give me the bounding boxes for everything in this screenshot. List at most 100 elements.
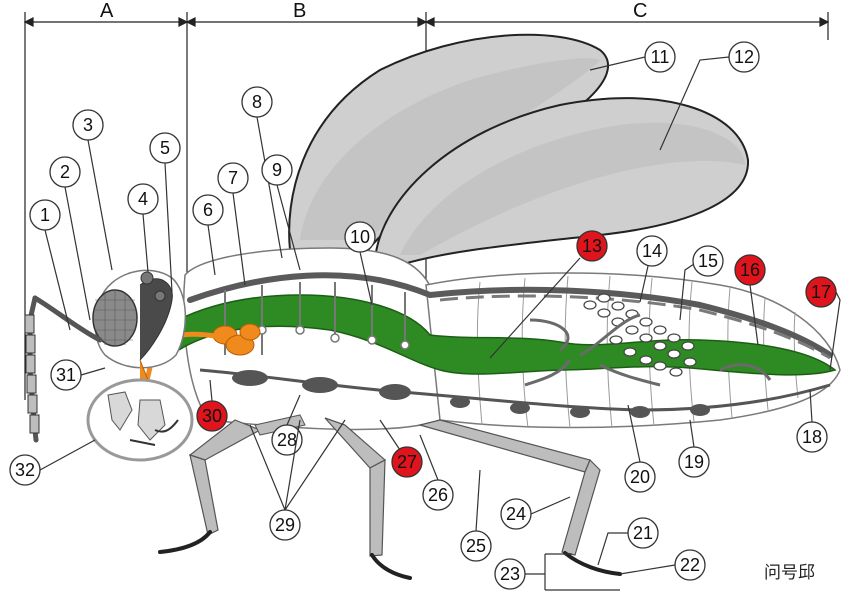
callout-leader: [489, 257, 581, 359]
callout-number: 2: [60, 162, 70, 182]
callout-leader: [256, 116, 283, 259]
callout-circle: [9, 454, 41, 486]
callout-circle: [49, 156, 81, 188]
callout-leader: [80, 367, 106, 376]
callout-number: 21: [633, 523, 653, 543]
forewing-shade: [300, 58, 600, 241]
callout-leader: [64, 186, 91, 321]
callout-circle: [805, 276, 837, 308]
callout-circle: [271, 424, 303, 456]
callout-leader: [276, 184, 301, 271]
callout-22: 22: [619, 549, 706, 581]
segment-label-thorax: B: [293, 0, 306, 22]
callout-number: 10: [350, 227, 370, 247]
callout-leader: [619, 564, 676, 575]
callout-leader: [142, 213, 149, 273]
abdominal-branches: [524, 313, 772, 387]
callout-17: 17: [805, 276, 841, 371]
callout-28: 28: [271, 394, 303, 456]
callout-leader: [209, 379, 213, 402]
callout-23: 23: [494, 553, 620, 591]
callout-leader: [207, 224, 216, 276]
callout-leader: [286, 394, 301, 426]
callout-leader: [475, 469, 481, 532]
callout-15: 15: [679, 245, 724, 321]
callout-number: 31: [56, 365, 76, 385]
callout-number: 19: [684, 452, 704, 472]
dorsal-vessel: [187, 272, 833, 358]
callout-24: 24: [500, 496, 571, 530]
tarsi: [158, 530, 622, 580]
callout-12: 12: [659, 41, 760, 151]
callout-25: 25: [460, 469, 492, 562]
callout-circle: [576, 230, 608, 262]
callout-number: 23: [500, 564, 520, 584]
callout-13: 13: [489, 230, 608, 359]
callout-19: 19: [678, 419, 710, 478]
callout-leader: [659, 56, 730, 151]
callout-number: 25: [466, 536, 486, 556]
callout-circle: [734, 254, 766, 286]
callout-number: 32: [15, 460, 35, 480]
callout-32: 32: [9, 439, 96, 486]
callout-circle: [269, 509, 301, 541]
callout-27: 27: [379, 419, 423, 478]
callout-31: 31: [50, 359, 106, 391]
callout-leader: [530, 496, 571, 515]
gut: [149, 294, 837, 376]
callout-circle: [50, 359, 82, 391]
callout-circle: [644, 41, 676, 73]
callout-26: 26: [419, 434, 454, 511]
legs: [188, 417, 601, 557]
callout-leader: [589, 56, 646, 71]
callout-11: 11: [589, 41, 676, 73]
callout-circle: [422, 479, 454, 511]
callout-number: 15: [698, 251, 718, 271]
callout-circle: [500, 498, 532, 530]
callout-circle: [460, 530, 492, 562]
hindwing-shade: [400, 122, 745, 256]
callout-leader: [689, 419, 695, 448]
callout-number: 17: [811, 282, 831, 302]
callout-circle: [29, 199, 61, 231]
callout-circle: [391, 446, 423, 478]
callout-number: 6: [203, 200, 213, 220]
callout-2: 2: [49, 156, 91, 321]
callout-number: 22: [680, 555, 700, 575]
callout-circle: [494, 558, 526, 590]
callout-10: 10: [344, 221, 376, 306]
callout-30: 30: [196, 379, 228, 432]
callout-leader: [359, 251, 373, 306]
callout-circle: [241, 86, 273, 118]
insect-body: [24, 247, 841, 580]
callout-circle: [692, 245, 724, 277]
callout-leader: [44, 229, 71, 331]
callout-leader: [597, 532, 628, 566]
callout-number: 11: [651, 47, 670, 67]
callout-number: 1: [40, 205, 50, 225]
callout-number: 12: [734, 47, 754, 67]
callout-circle: [261, 154, 293, 186]
wings: [288, 33, 750, 267]
callout-6: 6: [192, 194, 224, 276]
ganglia: [232, 370, 710, 418]
ventral-nerve-cord: [199, 368, 831, 412]
callout-leader: [829, 291, 841, 371]
callout-leader: [749, 284, 759, 346]
callout-20: 20: [624, 404, 656, 493]
callout-circle: [149, 132, 181, 164]
callout-number: 26: [428, 485, 448, 505]
callout-number: 27: [397, 452, 417, 472]
callout-circle: [624, 461, 656, 493]
callout-16: 16: [734, 254, 766, 346]
callout-number: 3: [83, 115, 93, 135]
callout-8: 8: [241, 86, 283, 259]
segment-label-abdomen: C: [633, 0, 647, 22]
callout-number: 4: [138, 189, 148, 209]
callout-number: 9: [272, 160, 282, 180]
callout-leader: [232, 192, 246, 286]
callout-leader: [679, 263, 695, 321]
callout-number: 5: [160, 138, 170, 158]
callout-circle: [796, 421, 828, 453]
